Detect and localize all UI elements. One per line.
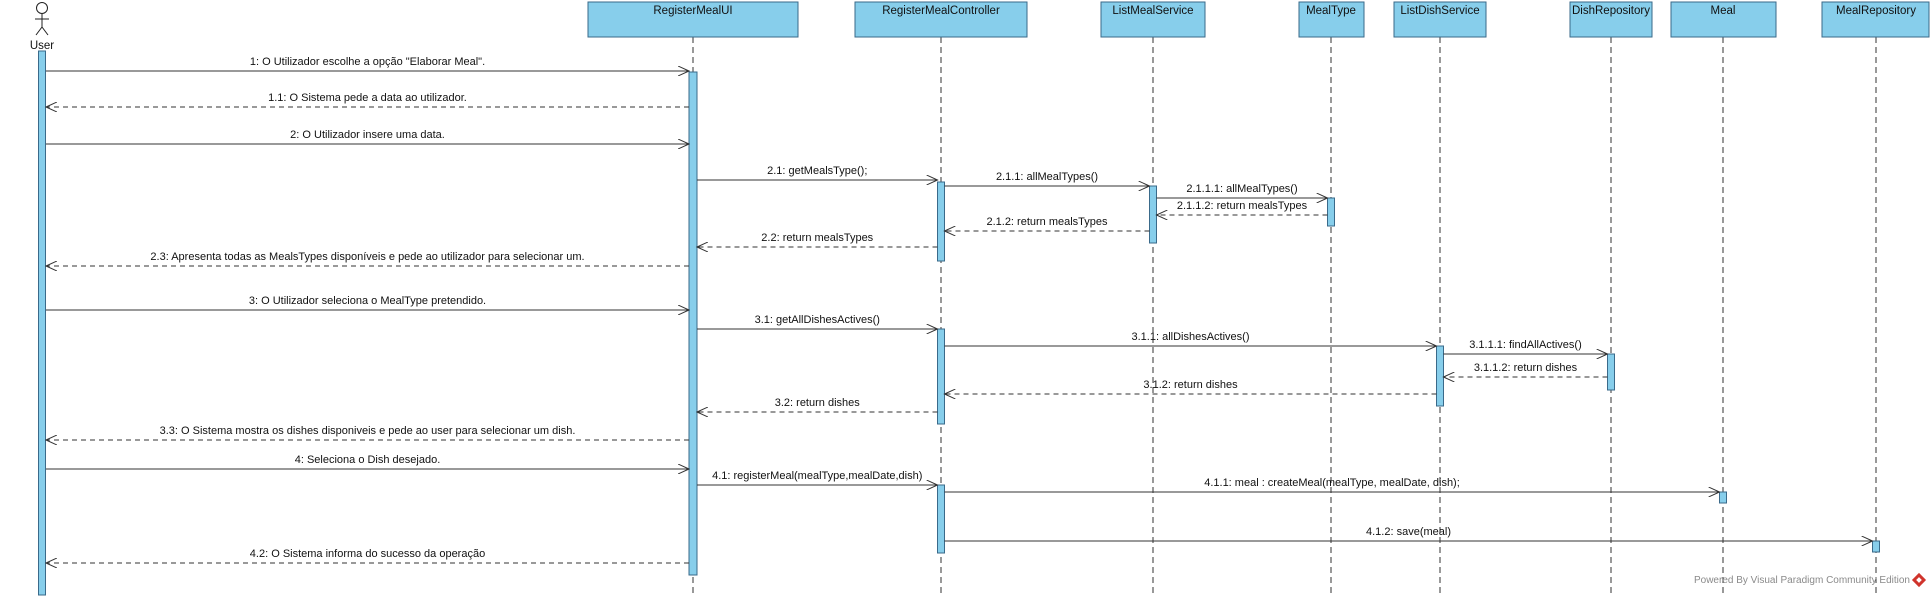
message-label: 3.1.2: return dishes [1143,379,1238,391]
activation-dr [1607,353,1615,391]
return-message: 3.1.1.2: return dishes [1444,362,1608,377]
message-label: 2.1.1.1: allMealTypes() [1186,183,1297,195]
message-label: 2.2: return mealsTypes [761,232,873,244]
return-message: 3.1.2: return dishes [945,379,1437,394]
return-message: 3.2: return dishes [697,397,938,412]
message-label: 2.1: getMealsType(); [767,165,867,177]
lifeline-lds: ListDishService [1393,1,1487,38]
return-message: 2.3: Apresenta todas as MealsTypes dispo… [46,251,689,266]
activation-ctrl [937,181,945,262]
lifeline-label-meal: Meal [1711,5,1736,17]
message-label: 3.2: return dishes [775,397,860,409]
call-message: 4.1.2: save(meal) [944,526,1873,541]
message-label: 3.1.1.2: return dishes [1474,362,1578,374]
stick-figure-icon [35,2,49,36]
message-label: 3.3: O Sistema mostra os dishes disponiv… [160,425,576,437]
message-label: 4.1.1: meal : createMeal(mealType, mealD… [1204,477,1460,489]
lifeline-dr: DishRepository [1569,1,1653,38]
lifeline-box-dr [1569,1,1653,38]
message-label: 2.3: Apresenta todas as MealsTypes dispo… [150,251,584,263]
activation-user [38,50,46,596]
activation-meal [1719,491,1727,504]
lifeline-mr: MealRepository [1821,1,1930,38]
activation-ctrl [937,484,945,554]
lifeline-label-ctrl: RegisterMealController [882,5,1000,17]
lifeline-box-ctrl [854,1,1028,38]
call-message: 3: O Utilizador seleciona o MealType pre… [46,295,689,310]
lifeline-label-mt: MealType [1306,5,1356,17]
message-label: 3.1.1: allDishesActives() [1132,331,1250,343]
call-message: 4: Seleciona o Dish desejado. [46,454,689,469]
actor-label: User [30,40,54,52]
activation-mr [1872,540,1880,553]
message-label: 4: Seleciona o Dish desejado. [295,454,441,466]
return-message: 3.3: O Sistema mostra os dishes disponiv… [46,425,689,440]
lifeline-lms: ListMealService [1100,1,1206,38]
message-label: 2.1.2: return mealsTypes [986,216,1108,228]
lifeline-box-mt [1298,1,1365,38]
message-label: 3: O Utilizador seleciona o MealType pre… [249,295,486,307]
message-label: 1: O Utilizador escolhe a opção "Elabora… [250,56,485,68]
return-message: 1.1: O Sistema pede a data ao utilizador… [46,92,689,107]
return-message: 2.1.1.2: return mealsTypes [1157,200,1328,215]
call-message: 2: O Utilizador insere uma data. [46,129,689,144]
call-message: 2.1.1.1: allMealTypes() [1156,183,1328,198]
return-message: 2.2: return mealsTypes [697,232,938,247]
call-message: 2.1: getMealsType(); [697,165,938,180]
activation-ctrl [937,328,945,425]
lifeline-meal: Meal [1670,1,1777,38]
activation-ui [688,71,698,576]
actor-user: User [30,2,54,52]
lifeline-box-meal [1670,1,1777,38]
activation-lms [1149,185,1157,244]
watermark-text: Powered By Visual Paradigm Community Edi… [1694,575,1910,586]
call-message: 3.1.1.1: findAllActives() [1443,339,1608,354]
return-message: 2.1.2: return mealsTypes [945,216,1150,231]
message-label: 2.1.1.2: return mealsTypes [1177,200,1308,212]
message-label: 2: O Utilizador insere uma data. [290,129,445,141]
call-message: 3.1.1: allDishesActives() [944,331,1437,346]
lifeline-mt: MealType [1298,1,1365,38]
call-message: 3.1: getAllDishesActives() [697,314,938,329]
call-message: 1: O Utilizador escolhe a opção "Elabora… [46,56,689,71]
message-label: 2.1.1: allMealTypes() [996,171,1098,183]
lifeline-ui: RegisterMealUI [587,1,799,38]
lifeline-box-lms [1100,1,1206,38]
message-label: 4.1: registerMeal(mealType,mealDate,dish… [712,470,922,482]
activation-mt [1327,197,1335,227]
lifeline-label-dr: DishRepository [1572,5,1650,17]
activation-lds [1436,345,1444,407]
call-message: 2.1.1: allMealTypes() [944,171,1150,186]
message-label: 3.1: getAllDishesActives() [755,314,880,326]
lifeline-label-lds: ListDishService [1400,5,1479,17]
lifeline-box-mr [1821,1,1930,38]
lifeline-box-lds [1393,1,1487,38]
return-message: 4.2: O Sistema informa do sucesso da ope… [46,548,689,563]
lifeline-label-lms: ListMealService [1112,5,1193,17]
message-label: 3.1.1.1: findAllActives() [1469,339,1582,351]
message-label: 4.2: O Sistema informa do sucesso da ope… [250,548,485,560]
visual-paradigm-logo-icon [1911,572,1927,588]
call-message: 4.1: registerMeal(mealType,mealDate,dish… [697,470,938,485]
message-label: 1.1: O Sistema pede a data ao utilizador… [268,92,467,104]
lifeline-box-ui [587,1,799,38]
lifeline-ctrl: RegisterMealController [854,1,1028,38]
message-label: 4.1.2: save(meal) [1366,526,1451,538]
lifeline-label-ui: RegisterMealUI [653,5,732,17]
lifeline-label-mr: MealRepository [1836,5,1916,17]
call-message: 4.1.1: meal : createMeal(mealType, mealD… [944,477,1720,492]
